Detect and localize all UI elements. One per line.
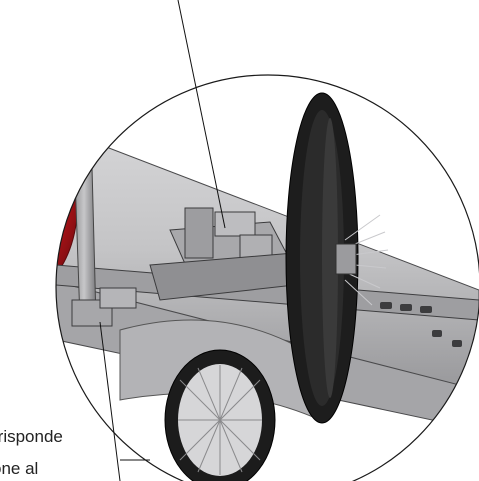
callout-text-2: one al — [0, 459, 39, 478]
callout-text-1: rrisponde — [0, 427, 63, 446]
rear-wheel — [164, 349, 276, 481]
rail-slots — [380, 302, 462, 347]
front-wheel — [285, 92, 389, 424]
leader-line-top — [177, 0, 226, 229]
pole-mount — [71, 287, 137, 327]
bracket-assembly — [149, 207, 341, 301]
leader-line-bottom — [99, 321, 121, 481]
detail-circle-outline — [55, 74, 479, 481]
detail-content — [56, 89, 479, 481]
